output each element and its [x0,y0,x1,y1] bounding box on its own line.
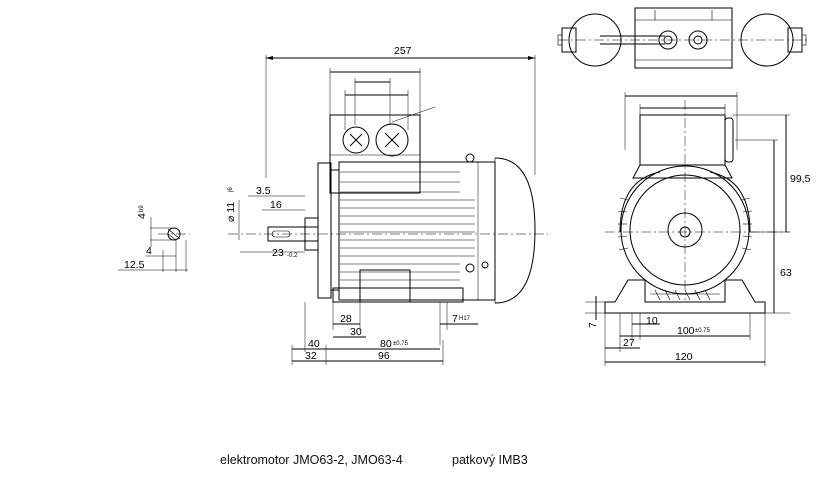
dim-foot-slot: 7 [452,313,458,325]
dim-foot-slot-tol: H17 [459,316,471,322]
dim-hole-spacing-tol: ±0.75 [393,341,409,347]
dim-foot-width: 120 [675,351,693,363]
dim-shaft-step: 3.5 [256,185,271,197]
front-view: 99,5 63 7 10 100 ±0.75 27 120 [585,92,811,366]
dim-32: 32 [305,350,317,362]
dim-shaft-diameter-tol: j6 [228,187,234,193]
top-view [557,7,808,69]
dim-foot-28: 28 [340,313,352,325]
dim-foot-width-holes-tol: ±0.75 [695,328,711,334]
dim-foot-27: 27 [623,337,635,349]
dim-foot-thickness: 7 [587,322,599,328]
dim-key-depth: 12.5 [124,259,145,271]
dim-shaft-height: 63 [780,267,792,279]
dim-key-length: 16 [270,199,282,211]
dim-key-width-tol: h9 [139,205,145,212]
dim-terminal-height: 99,5 [790,173,811,185]
dim-foot-10: 10 [646,315,658,327]
dim-96: 96 [378,350,390,362]
dim-hole-spacing: 80 [380,338,392,350]
side-view: 257 [225,45,548,365]
dim-foot-width-holes: 100 [677,325,695,337]
shaft-section-view: 4 h9 4 12.5 [118,205,190,272]
caption-model: elektromotor JMO63-2, JMO63-4 [220,453,403,467]
dim-shaft-diameter: ⌀ 11 [225,202,237,222]
dim-key-gap: 4 [146,245,152,257]
dim-40: 40 [308,338,320,350]
caption-mount: patkový IMB3 [452,453,528,467]
dim-overall-length: 257 [394,45,412,57]
dim-foot-30: 30 [350,326,362,338]
dim-shaft-length: 23 [272,247,284,259]
dim-key-width: 4 [136,213,148,219]
dim-shaft-length-tol: -0.2 [287,253,298,259]
